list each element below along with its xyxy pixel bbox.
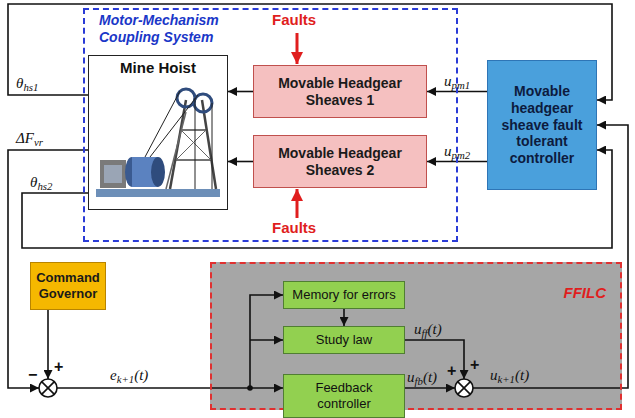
sign-label: + (447, 362, 456, 380)
argument-part: (t) (134, 367, 148, 383)
node-text: Mine Hoist (120, 59, 196, 77)
subscript-part: pm1 (452, 79, 471, 91)
subscript-part: fb (415, 375, 423, 387)
subscript-part: k+1 (498, 373, 515, 385)
symbol-part: e (110, 367, 117, 383)
subscript-part: hs1 (23, 81, 38, 93)
signal-name: θhs2 (30, 174, 52, 191)
symbol-part: u (407, 369, 415, 385)
signal-name: upm1 (444, 73, 470, 90)
symbol-part: u (444, 73, 452, 89)
node-text: Study law (316, 332, 372, 348)
fault-label: Faults (272, 220, 316, 237)
argument-part: (t) (423, 369, 437, 385)
signal-name: uk+1(t) (490, 367, 529, 384)
feedback-box: Feedback controller (283, 374, 405, 418)
node-text: Command Governor (36, 270, 100, 301)
signal-name: θhs1 (16, 75, 38, 92)
fault-arrows (296, 33, 299, 218)
signal-arrow (228, 91, 253, 93)
sheave-box: Movable Headgear Sheaves 2 (253, 135, 427, 188)
symbol-part: ΔF (16, 130, 34, 146)
fault-label: Faults (272, 12, 316, 29)
sheave-box: Movable Headgear Sheaves 1 (253, 65, 427, 118)
signal-name: ufb(t) (407, 369, 437, 386)
sign-label: + (54, 358, 63, 376)
signal-name: upm2 (444, 143, 470, 160)
node-text: Movable Headgear Sheaves 2 (260, 145, 420, 179)
controller-box: Movable headgear sheave fault tolerant c… (487, 60, 597, 190)
signal-arrow (228, 161, 253, 163)
symbol-part: u (490, 367, 498, 383)
hoist-box: Mine Hoist (88, 55, 228, 210)
node-text: Feedback controller (290, 380, 398, 411)
coupling-region: Motor-Mechanism Coupling SystemMine Hois… (83, 8, 458, 242)
sign-label: − (28, 366, 37, 384)
node-text: FFILC (212, 284, 606, 302)
subscript-part: pm2 (452, 149, 471, 161)
subscript-part: ff (422, 327, 428, 339)
signal-name: uff(t) (414, 321, 442, 338)
signal-name: ek+1(t) (110, 367, 148, 384)
argument-part: (t) (428, 321, 442, 337)
memory-box: Memory for errors (283, 281, 405, 309)
node-text: Movable Headgear Sheaves 1 (260, 75, 420, 109)
node-text: Memory for errors (292, 287, 395, 303)
wires (8, 4, 628, 388)
subscript-part: k+1 (117, 373, 134, 385)
governor-box: Command Governor (30, 262, 106, 310)
node-text: Motor-Mechanism Coupling System (99, 12, 239, 46)
study-wire (250, 339, 283, 341)
feedback-wire (405, 387, 455, 389)
symbol-part: θ (30, 174, 37, 190)
mine-hoist-illustration (96, 89, 220, 197)
symbol-part: u (414, 321, 422, 337)
sign-label: + (470, 356, 479, 374)
argument-part: (t) (515, 367, 529, 383)
branch-dot (247, 385, 253, 391)
memory-wire (250, 295, 283, 388)
subscript-part: hs2 (37, 180, 52, 192)
node-text: Movable headgear sheave fault tolerant c… (494, 83, 590, 167)
subscript-part: vr (34, 136, 43, 148)
symbol-part: u (444, 143, 452, 159)
study-law-box: Study law (283, 326, 405, 354)
signal-arrow (343, 309, 345, 326)
command-wire (47, 310, 49, 379)
signal-name: ΔFvr (16, 130, 43, 147)
symbol-part: θ (16, 75, 23, 91)
